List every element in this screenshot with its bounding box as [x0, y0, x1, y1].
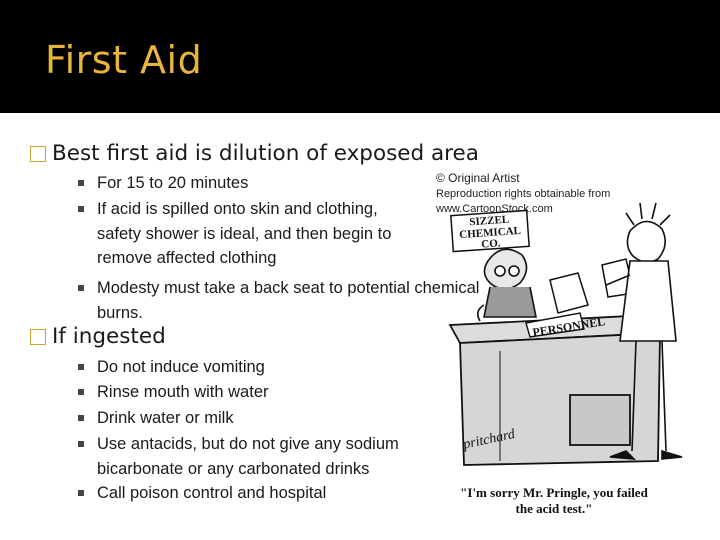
bullet-text: Do not induce vomiting	[97, 358, 265, 376]
bullet-text: For 15 to 20 minutes	[97, 174, 249, 192]
square-bullet-icon	[78, 389, 84, 395]
square-bullet-icon	[78, 364, 84, 370]
bullet-item: If acid is spilled onto skin and clothin…	[78, 197, 391, 271]
square-bullet-icon	[78, 415, 84, 421]
heading-ingested: If ingested	[30, 324, 166, 350]
bullet-text: Call poison control and hospital	[97, 484, 327, 502]
bullet-text: Use antacids, but do not give any sodium…	[97, 435, 399, 478]
slide-title: First Aid	[45, 38, 203, 82]
cartoon-illustration: © Original Artist Reproduction rights ob…	[435, 171, 683, 516]
svg-text:CO.: CO.	[481, 237, 501, 250]
checkbox-bullet-icon	[30, 146, 46, 162]
cartoon-caption-line1: "I'm sorry Mr. Pringle, you failed	[460, 485, 648, 500]
svg-text:CHEMICAL: CHEMICAL	[459, 225, 521, 241]
standing-applicant	[605, 202, 683, 460]
chemical-co-sign: SIZZEL CHEMICAL CO.	[450, 209, 530, 253]
bullet-text: Modesty must take a back seat to potenti…	[97, 279, 480, 322]
papers	[549, 258, 635, 314]
bullet-text: Rinse mouth with water	[97, 383, 269, 401]
svg-text:SIZZEL: SIZZEL	[469, 214, 509, 229]
square-bullet-icon	[78, 441, 84, 447]
cartoon-copyright: © Original Artist	[436, 171, 520, 185]
heading-text: Best first aid is dilution of exposed ar…	[52, 141, 479, 166]
desk	[448, 314, 662, 466]
square-bullet-icon	[78, 180, 84, 186]
square-bullet-icon	[78, 206, 84, 212]
bullet-item: For 15 to 20 minutes	[78, 171, 248, 196]
bullet-item: Call poison control and hospital	[78, 481, 326, 506]
heading-text: If ingested	[52, 324, 166, 349]
bullet-item: Use antacids, but do not give any sodium…	[78, 432, 399, 481]
square-bullet-icon	[78, 285, 84, 291]
bullet-item: Do not induce vomiting	[78, 355, 265, 380]
bullet-item: Modesty must take a back seat to potenti…	[78, 276, 479, 325]
seated-interviewer	[476, 248, 537, 322]
cartoon-rights: Reproduction rights obtainable from	[436, 188, 610, 200]
bullet-item: Drink water or milk	[78, 406, 234, 431]
bullet-item: Rinse mouth with water	[78, 380, 269, 405]
bullet-text: Drink water or milk	[97, 409, 234, 427]
heading-dilution: Best first aid is dilution of exposed ar…	[30, 141, 479, 167]
bullet-text: If acid is spilled onto skin and clothin…	[97, 200, 392, 267]
cartoon-caption-line2: the acid test."	[516, 501, 593, 516]
square-bullet-icon	[78, 490, 84, 496]
checkbox-bullet-icon	[30, 329, 46, 345]
personnel-desk-sign	[525, 312, 585, 338]
title-bar: First Aid	[0, 0, 720, 113]
